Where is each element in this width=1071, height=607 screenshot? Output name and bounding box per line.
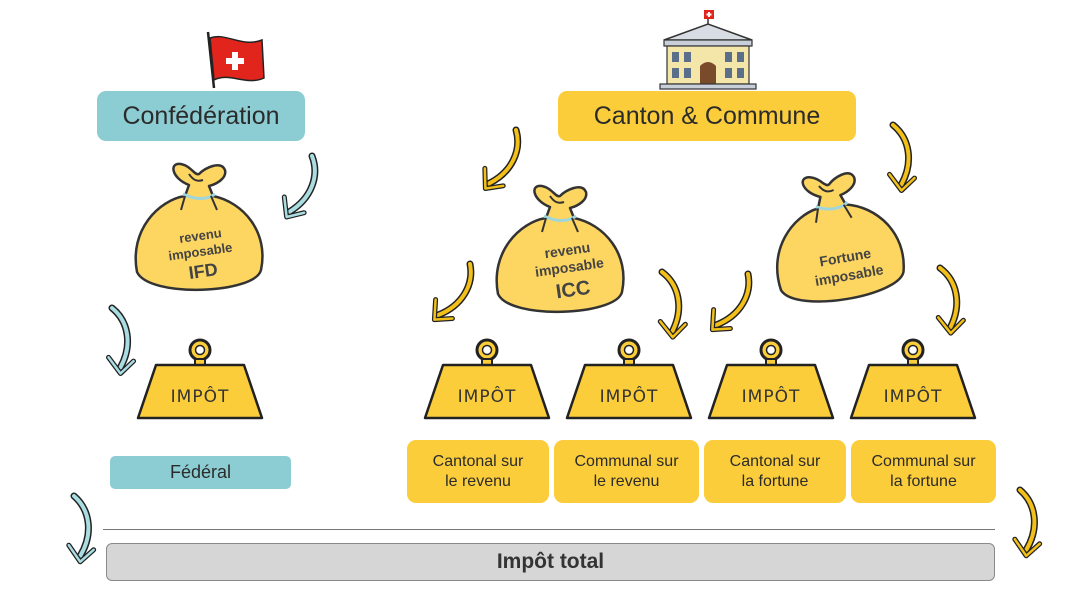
town-hall-icon (659, 10, 757, 90)
curved-arrow-icon (705, 268, 759, 337)
curved-arrow-icon (477, 125, 527, 195)
weight-label: IMPÔT (458, 385, 517, 407)
bag-ifd-line3: IFD (187, 259, 219, 283)
curved-arrow-icon (62, 494, 95, 563)
weight-label: IMPÔT (171, 385, 230, 407)
curved-arrow-icon (881, 123, 916, 192)
curved-arrow-icon (427, 258, 481, 327)
bag-icc-line1: revenu (543, 239, 591, 261)
canton-commune-label: Canton & Commune (558, 91, 856, 141)
curved-arrow-icon (100, 306, 135, 375)
swiss-flag-icon (206, 31, 265, 89)
curved-arrow-icon (650, 270, 687, 340)
curved-arrow-icon (928, 266, 965, 336)
confederation-label: Confédération (97, 91, 305, 141)
weight-label: IMPÔT (742, 385, 801, 407)
federal-box: Fédéral (110, 456, 291, 489)
divider-line (103, 529, 995, 530)
weight-label: IMPÔT (600, 385, 659, 407)
total-tax-bar: Impôt total (106, 543, 995, 581)
curved-arrow-icon (1008, 488, 1041, 557)
bag-icc-line3: ICC (555, 277, 592, 304)
curved-arrow-icon (278, 152, 323, 222)
bag-ifd-line1: revenu (178, 225, 222, 246)
weight-label: IMPÔT (884, 385, 943, 407)
money-bag-icon (763, 164, 910, 310)
